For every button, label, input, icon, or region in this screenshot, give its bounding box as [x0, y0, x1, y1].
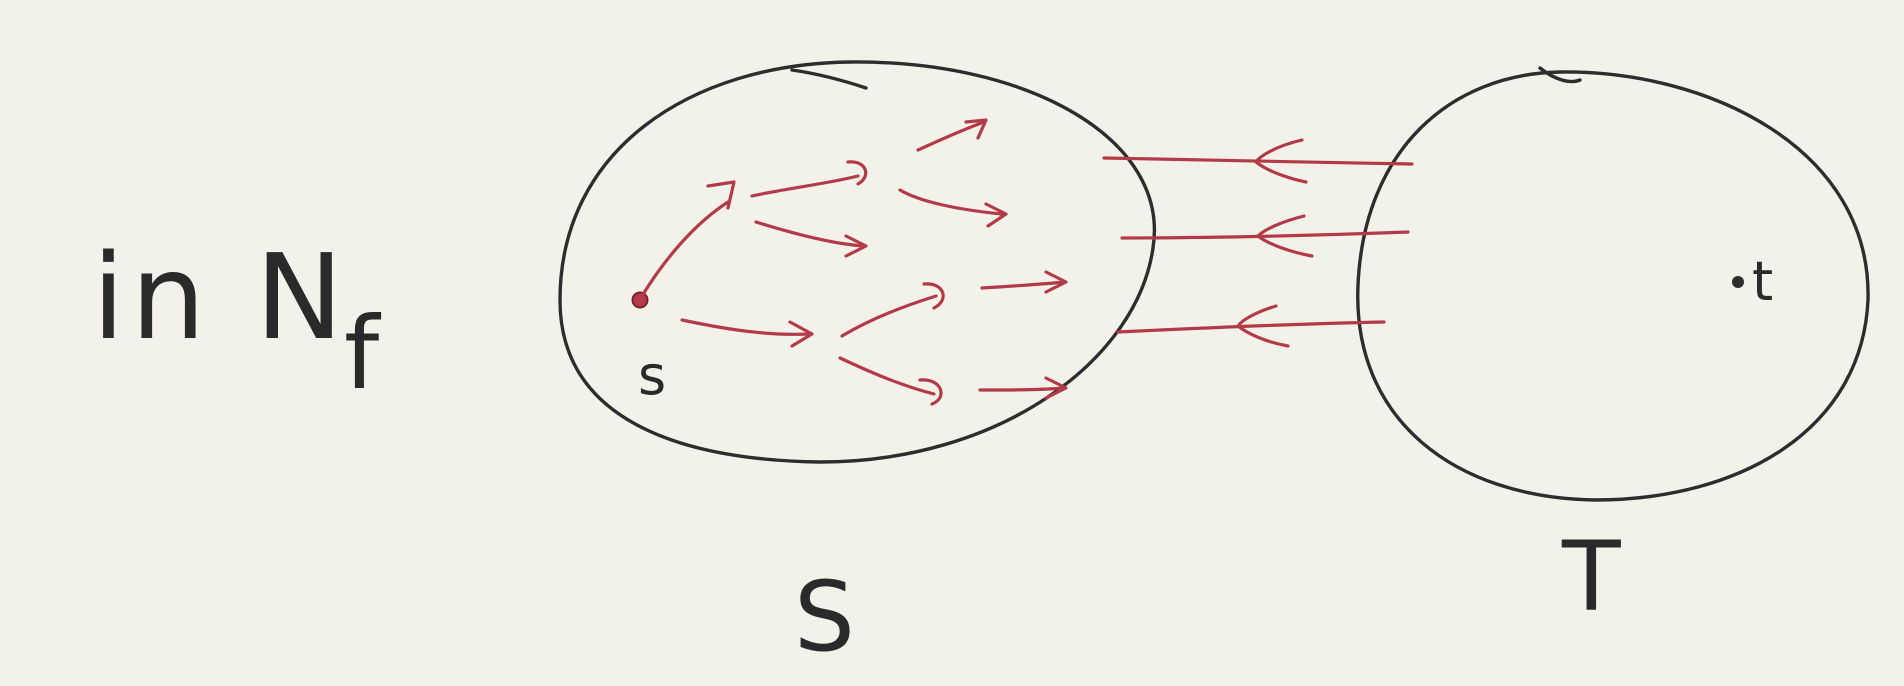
- path-c1-arrowhead: [788, 320, 814, 348]
- path-b1-arrowhead: [964, 118, 988, 140]
- diagram-title: in N: [92, 228, 349, 366]
- cut-edges-t-to-s: [1102, 138, 1414, 348]
- path-s-up: [640, 200, 730, 298]
- cut-edge-2: [1120, 230, 1410, 240]
- path-e2: [978, 386, 1066, 392]
- path-e2-arrowhead: [1044, 376, 1068, 400]
- path-b1: [916, 120, 986, 152]
- path-c1: [680, 318, 810, 336]
- diagram-title-subscript: f: [344, 295, 382, 412]
- source-node-label: s: [638, 344, 666, 407]
- set-t-boundary: [1356, 70, 1870, 502]
- path-b2: [898, 188, 1004, 216]
- path-d1: [840, 294, 938, 338]
- sink-node-dot: [1732, 276, 1744, 288]
- cut-edge-3-arrowhead: [1236, 304, 1290, 348]
- path-d2-arrowhead: [1044, 270, 1068, 294]
- cut-edge-1: [1102, 156, 1414, 166]
- path-e1-hook: [918, 378, 943, 406]
- source-node-dot: [631, 291, 649, 309]
- path-e1: [838, 356, 936, 396]
- path-d1-hook: [922, 282, 945, 310]
- set-s-boundary-tick: [790, 68, 868, 90]
- residual-paths-in-s: [640, 118, 1068, 406]
- sink-node-label: t: [1752, 250, 1773, 313]
- path-b2-arrowhead: [984, 202, 1008, 228]
- cut-edge-3: [1116, 320, 1386, 334]
- path-a2-arrowhead: [844, 234, 868, 258]
- path-a2: [754, 220, 866, 248]
- set-t-boundary-tick: [1538, 66, 1582, 84]
- path-s-up-arrowhead: [706, 180, 736, 210]
- set-t-label: T: [1561, 521, 1621, 633]
- cut-edge-1-arrowhead: [1254, 138, 1308, 184]
- path-d2: [980, 280, 1066, 290]
- set-s-boundary: [558, 60, 1157, 464]
- path-a1: [750, 174, 860, 198]
- cut-edge-2-arrowhead: [1256, 214, 1314, 258]
- set-s-label: S: [794, 561, 855, 673]
- path-a1-hook: [846, 160, 868, 186]
